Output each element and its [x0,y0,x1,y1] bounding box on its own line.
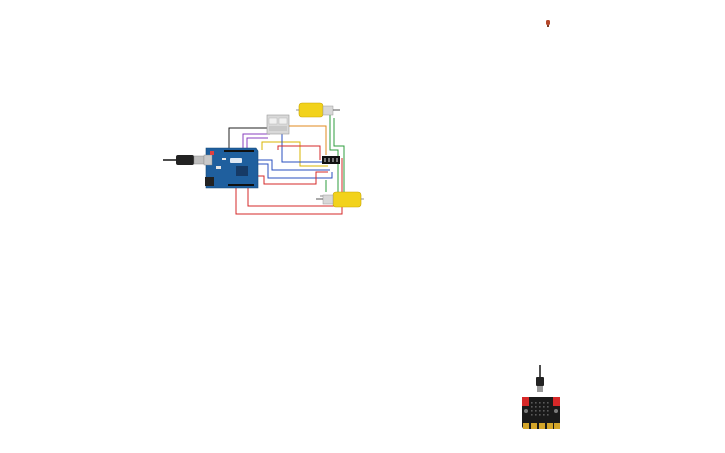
wire-red-2[interactable] [235,158,343,215]
button-a-icon[interactable] [524,409,528,413]
arduino-uno-board[interactable] [203,147,259,189]
usb-cable-microbit[interactable] [536,365,544,392]
terminal-connector[interactable] [322,156,340,164]
wires[interactable] [228,112,345,215]
led-component[interactable] [546,20,550,27]
wire-red-1[interactable] [258,171,328,185]
wire-red-3[interactable] [247,188,340,207]
motor-driver-module[interactable] [266,114,290,135]
wire-purple[interactable] [242,133,270,150]
wire-black[interactable] [228,127,272,150]
dc-motor-bottom[interactable] [316,191,364,208]
button-b-icon[interactable] [554,409,558,413]
wire-purple-2[interactable] [246,137,268,150]
usb-cable-arduino[interactable] [163,155,205,165]
wire-yellow[interactable] [261,141,328,167]
wire-green-2[interactable] [333,118,345,192]
microbit-board[interactable] [522,397,560,429]
wire-blue-1[interactable] [258,159,330,171]
wire-blue-3[interactable] [280,131,322,163]
dc-motor-top[interactable] [296,102,340,118]
wire-green-1[interactable] [329,112,339,192]
wire-red-4[interactable] [277,145,321,160]
wire-orange[interactable] [288,125,327,155]
wire-blue-2[interactable] [258,163,333,179]
